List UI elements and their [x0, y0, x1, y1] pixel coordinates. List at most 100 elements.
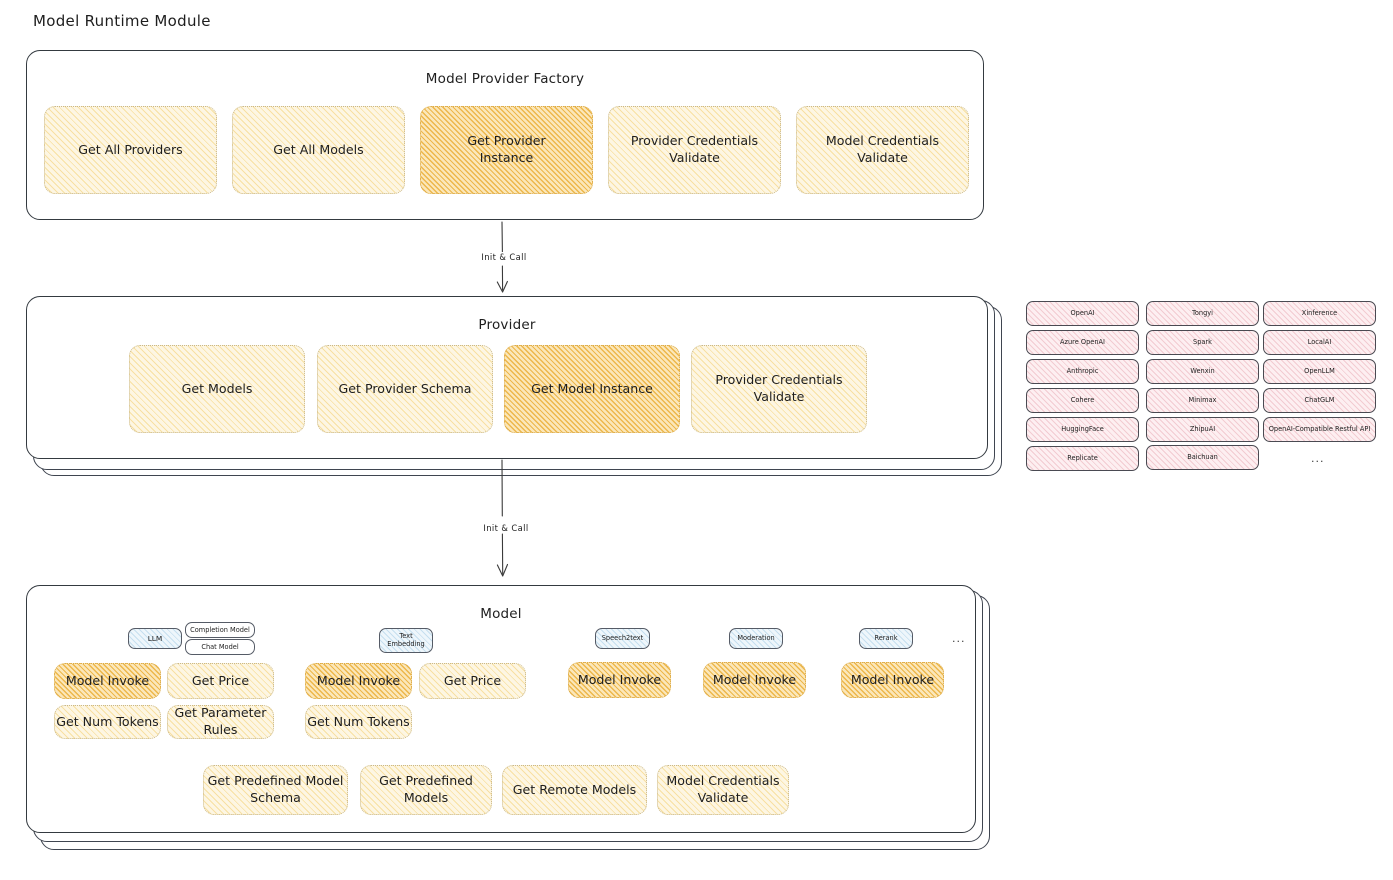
model-box-label: Get Num Tokens: [307, 713, 410, 729]
provider-chip-label: Tongyi: [1191, 309, 1214, 318]
provider-chip-zhipuai[interactable]: ZhipuAI: [1146, 417, 1259, 442]
provider-chip-label: ZhipuAI: [1189, 425, 1216, 434]
factory-box-label: Provider Credentials Validate: [630, 133, 759, 165]
factory-box-get-all-providers[interactable]: Get All Providers: [44, 106, 217, 194]
model-groups-more-ellipsis: ...: [952, 632, 966, 645]
provider-box-get-models[interactable]: Get Models: [129, 345, 305, 433]
model-box-label: Get Num Tokens: [56, 713, 159, 729]
model-box-label: Get Parameter Rules: [174, 705, 267, 737]
provider-chip-label: Azure OpenAI: [1060, 338, 1105, 347]
provider-box-get-model-instance[interactable]: Get Model Instance: [504, 345, 680, 433]
factory-box-provider-credentials-validate[interactable]: Provider Credentials Validate: [608, 106, 781, 194]
provider-box-label: Provider Credentials Validate: [715, 372, 843, 404]
model-llm-box-model-invoke[interactable]: Model Invoke: [54, 663, 161, 699]
provider-chip-label: ChatGLM: [1304, 396, 1335, 405]
provider-box-provider-credentials-validate[interactable]: Provider Credentials Validate: [691, 345, 867, 433]
model-box-label: Get Predefined Model Schema: [207, 773, 344, 805]
provider-chip-openllm[interactable]: OpenLLM: [1263, 359, 1376, 384]
model-badge-moderation[interactable]: Moderation: [729, 628, 783, 649]
model-badge-label: Speech2text: [601, 634, 644, 643]
model-box-label: Model Invoke: [712, 671, 797, 687]
provider-chip-label: Anthropic: [1066, 367, 1099, 376]
model-subbadge-chat-model[interactable]: Chat Model: [185, 639, 255, 655]
provider-chip-localai[interactable]: LocalAI: [1263, 330, 1376, 355]
model-badge-label: Text Embedding: [387, 631, 425, 648]
provider-box-label: Get Models: [181, 380, 253, 396]
model-box-label: Model Invoke: [316, 672, 401, 688]
provider-chip-replicate[interactable]: Replicate: [1026, 446, 1139, 471]
model-badge-text-embedding[interactable]: Text Embedding: [379, 628, 433, 653]
provider-chip-huggingface[interactable]: HuggingFace: [1026, 417, 1139, 442]
provider-chip-label: OpenAI: [1070, 309, 1095, 318]
model-title: Model: [480, 606, 522, 622]
model-llm-box-get-parameter-rules[interactable]: Get Parameter Rules: [167, 705, 274, 739]
factory-box-get-all-models[interactable]: Get All Models: [232, 106, 405, 194]
model-common-box-get-predefined-model-schema[interactable]: Get Predefined Model Schema: [203, 765, 348, 815]
provider-chip-wenxin[interactable]: Wenxin: [1146, 359, 1259, 384]
model-llm-box-get-num-tokens[interactable]: Get Num Tokens: [54, 705, 161, 739]
model-badge-label: Rerank: [874, 634, 898, 643]
model-box-label: Get Remote Models: [512, 781, 637, 797]
model-subbadge-completion-model[interactable]: Completion Model: [185, 622, 255, 638]
model-common-box-model-credentials-validate[interactable]: Model Credentials Validate: [657, 765, 789, 815]
model-box-label: Model Invoke: [577, 671, 662, 687]
model-rerank-box-model-invoke[interactable]: Model Invoke: [841, 662, 944, 698]
model-box-label: Model Invoke: [850, 671, 935, 687]
provider-chip-label: Cohere: [1070, 396, 1095, 405]
provider-chip-label: Baichuan: [1187, 453, 1218, 462]
provider-chip-openai-compatible-restful-api[interactable]: OpenAI-Compatible Restful API: [1263, 417, 1376, 442]
model-box-label: Model Invoke: [65, 672, 150, 688]
provider-chip-label: LocalAI: [1307, 338, 1332, 347]
provider-chip-label: HuggingFace: [1061, 425, 1104, 434]
factory-box-label: Get All Providers: [78, 141, 183, 157]
model-badge-speech2text[interactable]: Speech2text: [595, 628, 650, 649]
provider-chip-label: Xinference: [1301, 309, 1338, 318]
provider-chip-label: Minimax: [1188, 396, 1217, 405]
arrow-provider-to-model: [496, 459, 509, 577]
model-llm-box-get-price[interactable]: Get Price: [167, 663, 274, 699]
edge-label-init-and-call-2: Init & Call: [468, 523, 544, 533]
model-subbadge-label: Completion Model: [190, 625, 250, 634]
provider-chip-openai[interactable]: OpenAI: [1026, 301, 1139, 326]
provider-chip-tongyi[interactable]: Tongyi: [1146, 301, 1259, 326]
provider-chip-xinference[interactable]: Xinference: [1263, 301, 1376, 326]
model-box-label: Get Price: [443, 672, 502, 688]
page-title: Model Runtime Module: [33, 12, 211, 30]
model-common-box-get-predefined-models[interactable]: Get Predefined Models: [360, 765, 492, 815]
provider-chip-spark[interactable]: Spark: [1146, 330, 1259, 355]
model-badge-rerank[interactable]: Rerank: [859, 628, 913, 649]
factory-box-label: Get All Models: [273, 141, 364, 157]
edge-label-init-and-call-1: Init & Call: [466, 252, 542, 262]
model-textembedding-box-get-price[interactable]: Get Price: [419, 663, 526, 699]
factory-box-label: Get Provider Instance: [467, 133, 546, 165]
model-box-label: Get Predefined Models: [379, 773, 473, 805]
model-textembedding-box-model-invoke[interactable]: Model Invoke: [305, 663, 412, 699]
provider-box-label: Get Model Instance: [531, 380, 653, 396]
provider-chip-label: Replicate: [1067, 454, 1098, 463]
provider-chip-label: Spark: [1193, 338, 1212, 347]
provider-chip-anthropic[interactable]: Anthropic: [1026, 359, 1139, 384]
arrow-factory-to-provider: [496, 221, 508, 293]
provider-chip-label: OpenAI-Compatible Restful API: [1268, 425, 1371, 434]
provider-chip-minimax[interactable]: Minimax: [1146, 388, 1259, 413]
provider-list-more-ellipsis: ...: [1311, 452, 1325, 465]
factory-box-get-provider-instance[interactable]: Get Provider Instance: [420, 106, 593, 194]
model-common-box-get-remote-models[interactable]: Get Remote Models: [502, 765, 647, 815]
provider-chip-chatglm[interactable]: ChatGLM: [1263, 388, 1376, 413]
provider-chip-azure-openai[interactable]: Azure OpenAI: [1026, 330, 1139, 355]
model-moderation-box-model-invoke[interactable]: Model Invoke: [703, 662, 806, 698]
model-badge-llm[interactable]: LLM: [128, 628, 182, 649]
provider-chip-cohere[interactable]: Cohere: [1026, 388, 1139, 413]
factory-box-model-credentials-validate[interactable]: Model Credentials Validate: [796, 106, 969, 194]
model-textembedding-box-get-num-tokens[interactable]: Get Num Tokens: [305, 705, 412, 739]
model-badge-label: LLM: [147, 633, 163, 643]
model-subbadge-label: Chat Model: [201, 642, 239, 651]
provider-box-get-provider-schema[interactable]: Get Provider Schema: [317, 345, 493, 433]
model-speech2text-box-model-invoke[interactable]: Model Invoke: [568, 662, 671, 698]
model-provider-factory-title: Model Provider Factory: [425, 71, 585, 87]
provider-chip-baichuan[interactable]: Baichuan: [1146, 445, 1259, 470]
provider-title: Provider: [478, 317, 536, 333]
model-badge-label: Moderation: [737, 634, 775, 643]
provider-chip-label: Wenxin: [1190, 367, 1215, 376]
